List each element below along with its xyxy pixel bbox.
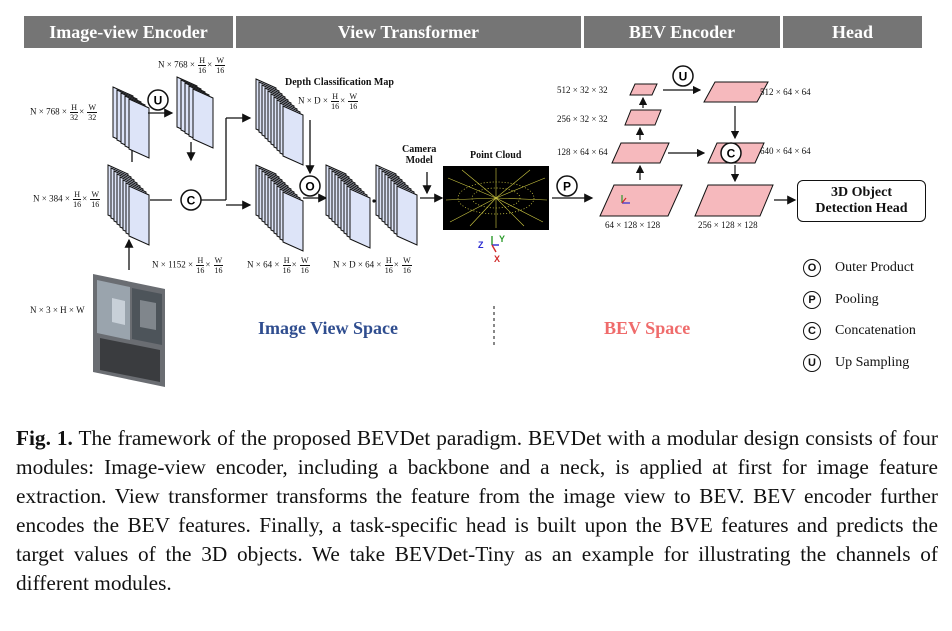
bev-feature-256x128 — [694, 184, 774, 217]
figure-label: Fig. 1. — [16, 426, 73, 450]
header-image-view-encoder: Image-view Encoder — [24, 16, 233, 48]
upsampled-stack — [176, 76, 214, 149]
svg-text:C: C — [187, 194, 196, 208]
svg-text:P: P — [563, 180, 571, 194]
legend-up-sampling: U Up Sampling — [803, 354, 909, 372]
up-sampling-icon: U — [803, 354, 821, 372]
concatenation-icon: C — [803, 322, 821, 340]
bev-feature-256x32 — [624, 109, 662, 126]
svg-text:X: X — [494, 254, 500, 264]
bev-dim-128-64: 128 × 64 × 64 — [557, 147, 608, 157]
svg-text:O: O — [305, 180, 314, 194]
bev-dim-256-32: 256 × 32 × 32 — [557, 114, 608, 124]
header-head: Head — [783, 16, 922, 48]
figure-caption: Fig. 1. The framework of the proposed BE… — [16, 424, 938, 598]
depth-classification-stack — [255, 78, 304, 166]
bev-dim-512-64: 512 × 64 × 64 — [760, 87, 811, 97]
outer-product-op-icon — [299, 175, 321, 197]
outer-product-icon: O — [803, 259, 821, 277]
bev-feature-512x64 — [703, 81, 769, 103]
bev-feature-512x32 — [629, 83, 658, 96]
svg-text:Y: Y — [499, 234, 505, 244]
legend-outer-product: O Outer Product — [803, 259, 914, 277]
svg-text:Z: Z — [478, 240, 484, 250]
bev-feature-128x64 — [611, 142, 670, 164]
backbone-upper-stack — [112, 86, 150, 159]
neck-stack — [180, 165, 200, 224]
upsample-op-icon — [147, 89, 169, 111]
detection-head-box: 3D Object Detection Head — [797, 180, 926, 222]
input-image — [93, 274, 165, 387]
svg-text:U: U — [154, 94, 163, 108]
dim-label-input: N × 3 × H × W — [30, 305, 85, 315]
backbone-feature-stack — [107, 164, 150, 246]
svg-text:U: U — [679, 70, 688, 84]
bev-dim-256-128: 256 × 128 × 128 — [698, 220, 758, 230]
bev-upsample-op-icon — [672, 65, 694, 87]
caption-text: The framework of the proposed BEVDet par… — [16, 426, 938, 595]
header-bev-encoder: BEV Encoder — [584, 16, 780, 48]
bev-space-label: BEV Space — [604, 318, 691, 338]
svg-text:C: C — [727, 147, 736, 161]
framework-diagram: U C O — [93, 65, 797, 387]
frustum-stack-a — [325, 164, 371, 249]
point-cloud-image — [443, 166, 549, 230]
header-view-transformer: View Transformer — [236, 16, 581, 48]
pooling-op-icon — [556, 175, 578, 197]
bev-dim-640-64: 640 × 64 × 64 — [760, 146, 811, 156]
legend-concatenation: C Concatenation — [803, 322, 916, 340]
bev-concat-op-icon — [720, 142, 742, 164]
frustum-stack-b — [375, 164, 418, 246]
legend-pooling: P Pooling — [803, 291, 879, 309]
image-view-space-label: Image View Space — [258, 318, 398, 338]
point-cloud-title: Point Cloud — [470, 150, 522, 161]
pooling-icon: P — [803, 291, 821, 309]
context-feature-stack — [255, 164, 304, 252]
bev-dim-64-128: 64 × 128 × 128 — [605, 220, 661, 230]
depth-map-title: Depth Classification Map — [285, 77, 394, 88]
bev-feature-64x128 — [599, 184, 683, 217]
bev-dim-512-32: 512 × 32 × 32 — [557, 85, 608, 95]
